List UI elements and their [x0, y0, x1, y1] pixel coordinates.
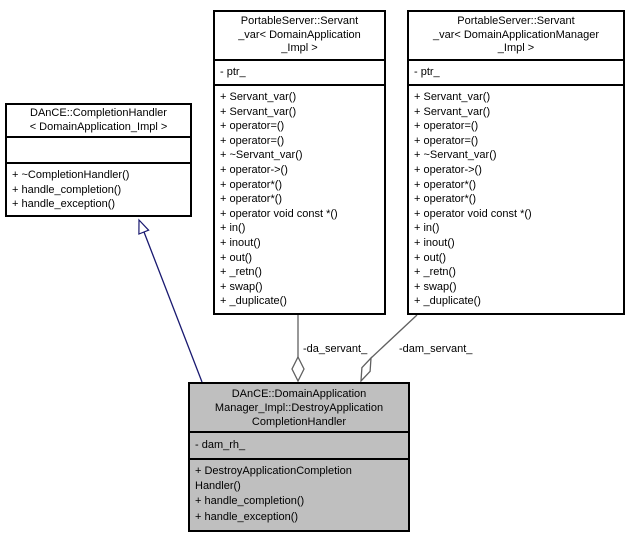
method-item: + out()	[220, 251, 253, 264]
title-line: CompletionHandler	[251, 415, 347, 428]
class-box-servant-var-domain-application-manager[interactable]: PortableServer::Servant_var< DomainAppli…	[407, 10, 625, 315]
method-item: + ~Servant_var()	[220, 149, 303, 162]
method-item: + operator=()	[414, 134, 479, 147]
aggregation-diamond-da	[291, 355, 305, 383]
method-item: + operator=()	[220, 134, 285, 147]
class-box-completion-handler[interactable]: DAnCE::CompletionHandler< DomainApplicat…	[5, 103, 192, 217]
methods-section: + Servant_var() + Servant_var() + operator…	[215, 86, 384, 309]
title-line: _var< DomainApplicationManager	[432, 28, 599, 41]
title-line: Manager_Impl::DestroyApplication	[214, 401, 384, 414]
class-title: PortableServer::Servant_var< DomainAppli…	[215, 12, 384, 61]
title-line: PortableServer::Servant	[240, 15, 359, 28]
attribute-item: - ptr_	[220, 66, 246, 78]
attribute-item: - ptr_	[414, 66, 440, 78]
method-item: + swap()	[220, 280, 263, 293]
methods-section: + Servant_var() + Servant_var() + operator…	[409, 86, 623, 309]
edge-label-da-servant: -da_servant_	[303, 343, 368, 355]
method-item: + ~Servant_var()	[414, 149, 497, 162]
method-item: + handle_exception()	[12, 198, 116, 211]
method-item: + handle_completion()	[195, 495, 305, 508]
method-item: + _duplicate()	[414, 295, 481, 308]
method-item: + inout()	[220, 236, 261, 249]
methods-section: + ~CompletionHandler() + handle_completio…	[7, 164, 190, 212]
title-line: < DomainApplication_Impl >	[29, 120, 168, 133]
method-item: Handler()	[195, 480, 241, 493]
method-item: + in()	[220, 222, 246, 235]
title-line: DAnCE::CompletionHandler	[30, 107, 167, 119]
method-item: + handle_completion()	[12, 183, 122, 196]
method-item: + Servant_var()	[414, 105, 491, 118]
attributes-section: - ptr_	[215, 61, 384, 86]
method-item: + operator*()	[414, 193, 477, 206]
method-item: + _retn()	[220, 266, 262, 279]
title-line: PortableServer::Servant	[457, 15, 575, 28]
title-line: _Impl >	[281, 42, 318, 55]
method-item: + swap()	[414, 280, 457, 293]
class-title: DAnCE::CompletionHandler< DomainApplicat…	[7, 105, 190, 138]
class-title: PortableServer::Servant_var< DomainAppli…	[409, 12, 623, 61]
attributes-section: - ptr_	[409, 61, 623, 86]
method-item: + handle_exception()	[195, 510, 299, 523]
method-item: + DestroyApplicationCompletion	[195, 465, 352, 477]
method-item: + out()	[414, 251, 447, 264]
method-item: + Servant_var()	[220, 105, 297, 118]
inheritance-edge	[143, 231, 203, 383]
method-item: + operator*()	[414, 178, 477, 191]
inheritance-arrowhead	[138, 218, 150, 235]
method-item: + operator*()	[220, 193, 283, 206]
method-item: + inout()	[414, 236, 455, 249]
title-line: DAnCE::DomainApplication	[231, 387, 367, 400]
class-box-servant-var-domain-application[interactable]: PortableServer::Servant_var< DomainAppli…	[213, 10, 386, 315]
method-item: + Servant_var()	[414, 91, 491, 103]
method-item: + Servant_var()	[220, 91, 297, 103]
method-item: + operator void const *()	[220, 207, 338, 220]
method-item: + ~CompletionHandler()	[12, 169, 130, 181]
attribute-item: - dam_rh_	[195, 439, 246, 451]
attributes-section	[7, 138, 190, 164]
edge-label-dam-servant: -dam_servant_	[399, 343, 473, 355]
method-item: + operator=()	[414, 120, 479, 133]
title-line: _var< DomainApplication	[238, 28, 361, 41]
association-edge-dam-servant	[369, 314, 418, 360]
method-item: + operator->()	[414, 163, 482, 176]
attributes-section: - dam_rh_	[190, 433, 408, 460]
method-item: + operator=()	[220, 120, 285, 133]
title-line: _Impl >	[497, 42, 535, 55]
method-item: + in()	[414, 222, 440, 235]
method-item: + operator void const *()	[414, 207, 532, 220]
method-item: + operator*()	[220, 178, 283, 191]
method-item: + _duplicate()	[220, 295, 287, 308]
method-item: + _retn()	[414, 266, 456, 279]
method-item: + operator->()	[220, 163, 288, 176]
aggregation-diamond-dam	[360, 356, 372, 383]
